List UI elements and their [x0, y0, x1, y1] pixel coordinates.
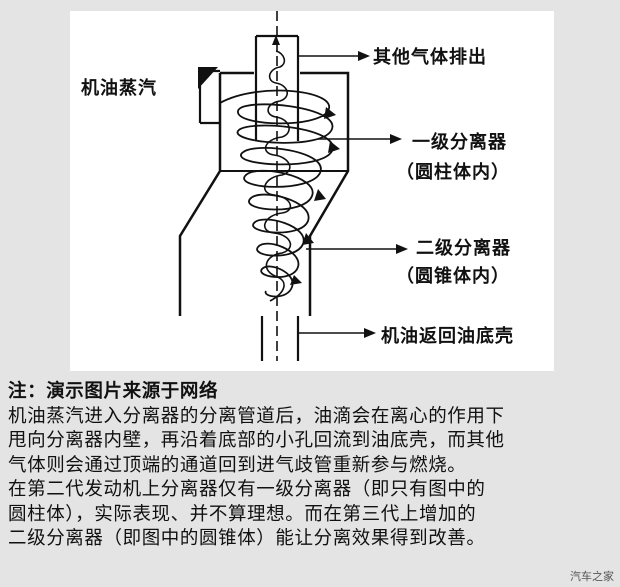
label-oil-return: 机油返回油底壳 — [381, 326, 514, 347]
separator-diagram — [178, 11, 408, 361]
spiral-arrow — [302, 233, 314, 245]
leader-oil-return-head — [364, 328, 376, 338]
caption-line: 圆柱体），实际表现、并不算理想。而在第三代上增加的 — [8, 503, 477, 525]
caption-text: 注：演示图片来源于网络 机油蒸汽进入分离器的分离管道后，油滴会在离心的作用下 甩… — [8, 380, 614, 552]
leader-stage1-head — [390, 134, 402, 144]
spiral-arrow — [314, 189, 326, 201]
label-stage2-name: 二级分离器 — [416, 238, 511, 259]
vortex-outer — [219, 89, 334, 298]
diagram-panel — [70, 11, 554, 371]
caption-line: 机油蒸汽进入分离器的分离管道后，油滴会在离心的作用下 — [8, 405, 505, 427]
caption-title: 注：演示图片来源于网络 — [8, 381, 219, 402]
spiral-arrow — [290, 275, 302, 285]
label-stage2-desc: （圆锥体内） — [396, 266, 510, 287]
vortex-inner — [263, 50, 292, 302]
label-oil-vapor: 机油蒸汽 — [81, 78, 157, 99]
spiral-arrow — [324, 107, 336, 119]
leader-stage2-head — [396, 244, 408, 254]
label-stage1-desc: （圆柱体内） — [396, 162, 510, 183]
oil-return-pipe — [260, 316, 300, 361]
inlet-arrow — [198, 67, 218, 89]
caption-line: 二级分离器（即图中的圆锥体）能让分离效果得到改善。 — [8, 528, 486, 549]
watermark: 汽车之家 — [570, 570, 614, 583]
caption-line: 在第二代发动机上分离器仅有一级分离器（即只有图中的 — [8, 479, 486, 500]
spiral-arrow — [272, 35, 280, 45]
caption-line: 气体则会通过顶端的通道回到进气歧管重新参与燃烧。 — [8, 454, 467, 476]
label-stage1-name: 一级分离器 — [412, 132, 507, 153]
spiral-arrow — [328, 141, 340, 153]
label-gas-outlet: 其他气体排出 — [373, 47, 487, 68]
caption-line: 甩向分离器内壁，再沿着底部的小孔回流到油底壳，而其他 — [8, 430, 505, 451]
leader-gas-outlet-head — [358, 51, 370, 61]
